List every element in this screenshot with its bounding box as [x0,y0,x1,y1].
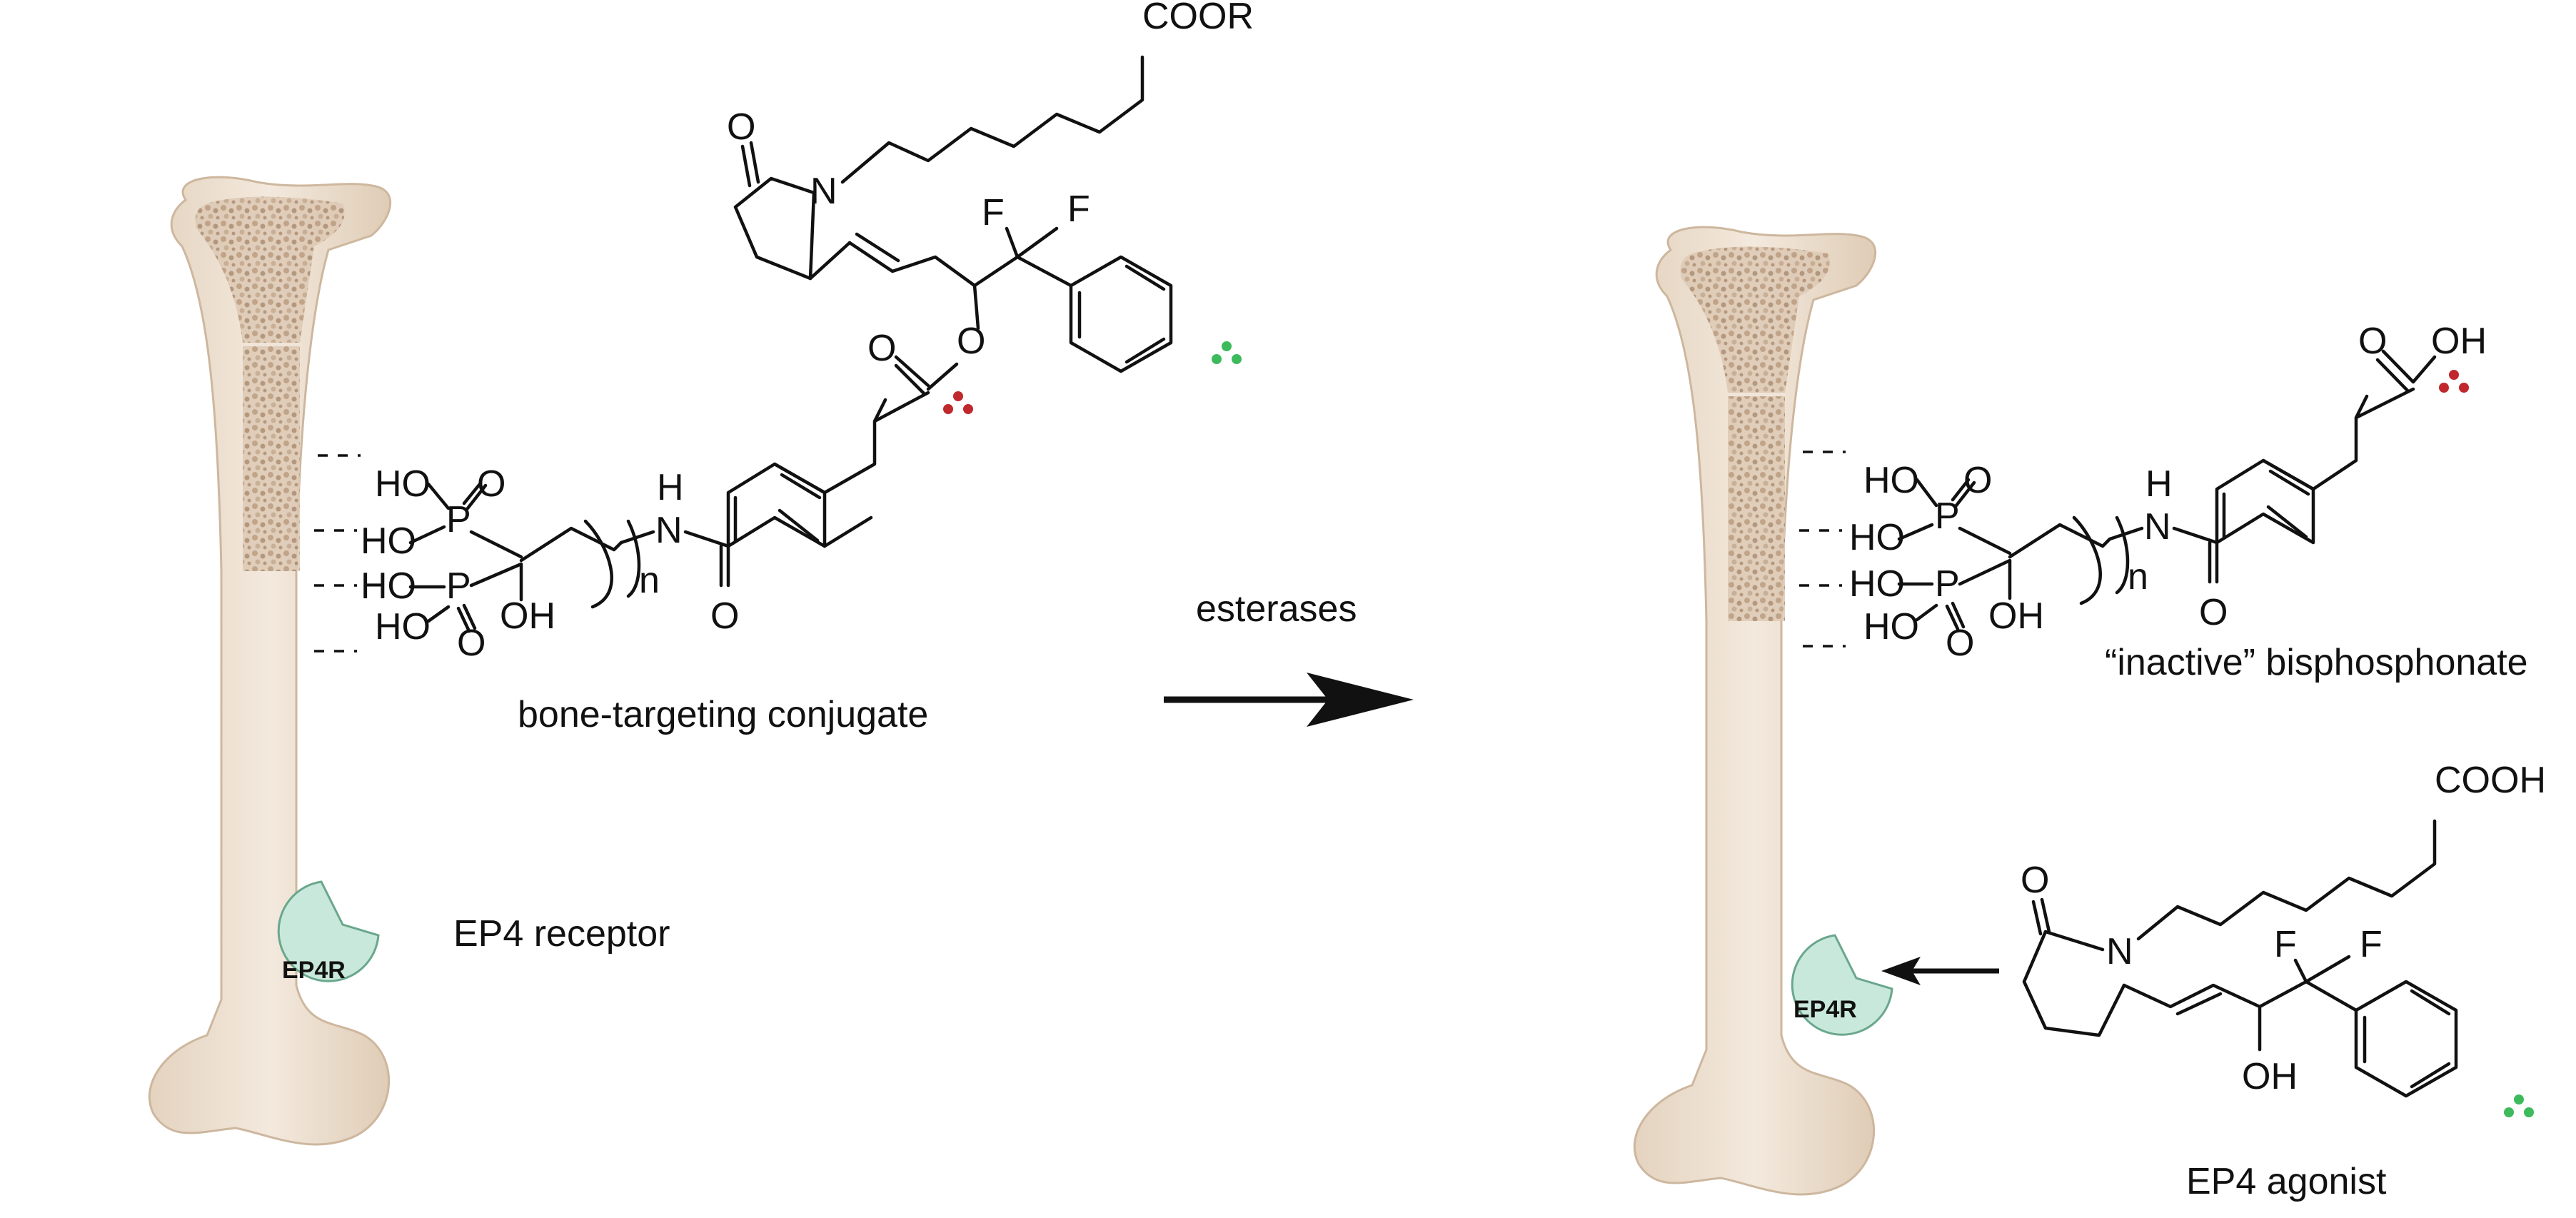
left-conjugate-structure: HO O HO P HO P HO O OH n N H O O O [361,0,1254,664]
svg-text:F: F [1067,188,1090,230]
inactive-label: “inactive” bisphosphonate [2105,642,2528,683]
radio-green-right [2504,1094,2534,1117]
receptor-short-left: EP4R [282,957,346,984]
svg-text:P: P [1935,495,1960,537]
svg-text:n: n [639,560,660,601]
svg-text:OH: OH [2242,1056,2298,1097]
svg-text:COOH: COOH [2435,760,2546,801]
agonist-label: EP4 agonist [2186,1161,2387,1202]
svg-text:OH: OH [2431,321,2487,362]
svg-text:H: H [2145,463,2173,505]
svg-text:HO: HO [1849,517,1905,558]
svg-text:O: O [957,321,985,362]
svg-text:HO: HO [375,463,431,505]
svg-text:COOR: COOR [1142,0,1254,37]
svg-text:HO: HO [375,606,431,648]
receptor-label: EP4 receptor [453,913,670,955]
svg-text:OH: OH [500,595,555,637]
left-bone [149,176,392,1146]
left-binding-dashes [314,454,361,653]
agonist-structure: O N COOH OH F F [2021,760,2546,1117]
svg-text:P: P [446,565,471,607]
right-binding-dashes [1799,451,1846,648]
svg-text:HO: HO [361,565,416,607]
svg-text:N: N [2106,931,2133,972]
radio-red-right [2439,370,2469,393]
svg-text:HO: HO [1863,460,1919,501]
svg-text:H: H [657,467,684,508]
svg-text:N: N [2144,506,2171,548]
svg-text:N: N [810,171,837,212]
svg-text:O: O [727,106,755,148]
svg-text:N: N [655,510,683,551]
svg-text:HO: HO [1849,563,1905,605]
right-bone [1634,226,1877,1196]
svg-text:O: O [2021,860,2049,901]
svg-text:F: F [982,192,1005,233]
ep4-receptor-right: EP4R [1791,934,1893,1036]
svg-text:O: O [2199,592,2228,633]
svg-text:F: F [2274,924,2297,965]
svg-text:F: F [2360,924,2383,965]
svg-text:P: P [446,499,471,540]
radio-red-left [943,391,973,414]
arrow-label: esterases [1196,588,1357,630]
svg-text:HO: HO [1863,606,1919,648]
svg-text:O: O [457,623,485,664]
radio-green-left [1212,341,1242,364]
svg-text:O: O [867,328,896,369]
svg-text:n: n [2128,556,2148,598]
svg-text:HO: HO [361,520,416,562]
ep4-receptor-left: EP4R [277,880,380,984]
svg-text:P: P [1935,563,1960,605]
reaction-arrow [1164,673,1414,727]
svg-text:O: O [710,595,739,637]
svg-text:O: O [2358,321,2387,362]
receptor-short-right: EP4R [1793,996,1857,1023]
right-bisphosphonate-structure: HO O HO P HO P HO O OH n N H O O OH [1849,321,2487,664]
conjugate-label: bone-targeting conjugate [518,694,928,735]
binding-arrow [1881,957,1999,985]
svg-text:O: O [1946,623,1974,664]
svg-text:OH: OH [1988,595,2044,637]
svg-text:O: O [477,463,505,505]
